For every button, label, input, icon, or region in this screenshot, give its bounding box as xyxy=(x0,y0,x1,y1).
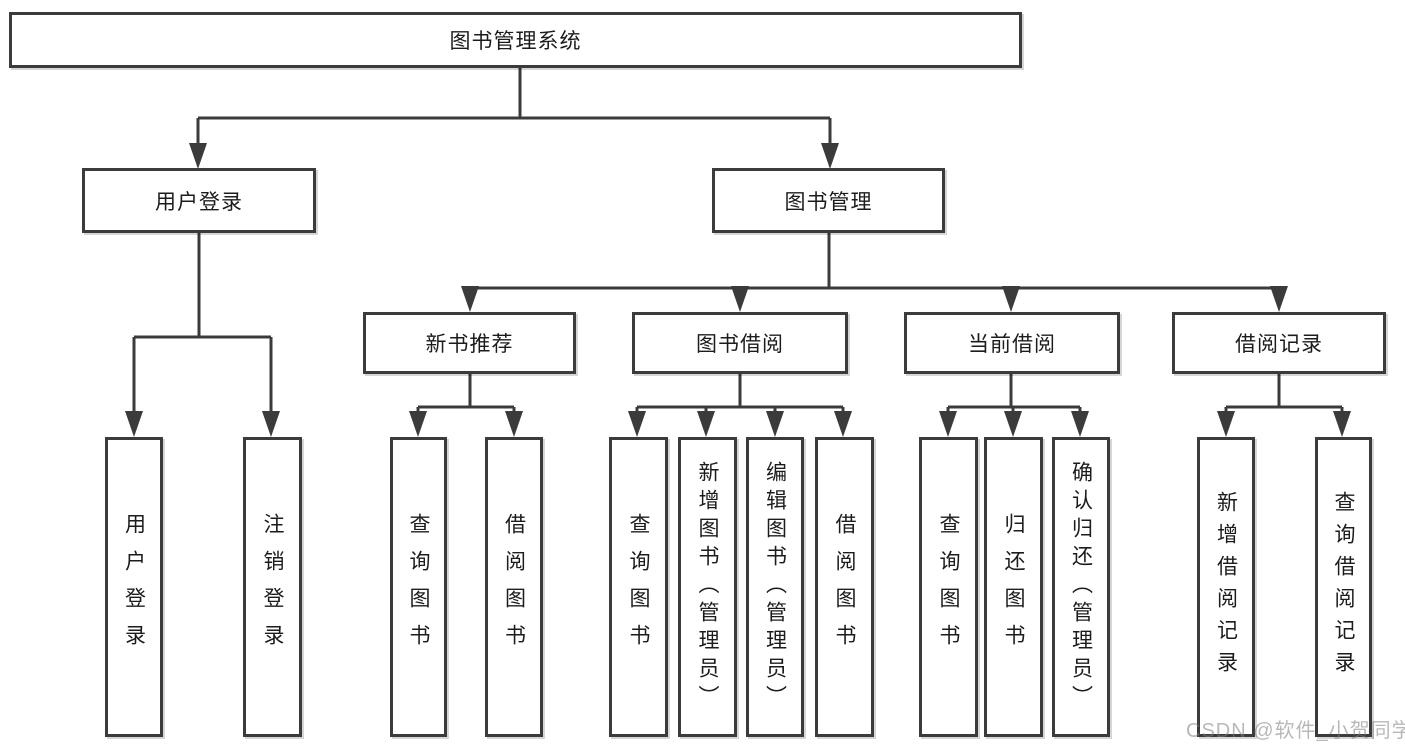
leaf-cb-confirm-return-admin: 确认归还（管理员） xyxy=(1052,437,1110,737)
leaf-label: 借阅图书 xyxy=(833,513,856,661)
leaf-nb-query-books: 查询图书 xyxy=(390,437,447,737)
leaf-user-login: 用户登录 xyxy=(105,437,163,737)
arrow-down-icons xyxy=(125,143,1351,437)
leaf-label: 注销登录 xyxy=(261,513,284,661)
leaf-cb-return-books: 归还图书 xyxy=(984,437,1043,737)
leaf-nb-borrow-books: 借阅图书 xyxy=(485,437,543,737)
node-book-management: 图书管理 xyxy=(712,168,945,233)
watermark: CSDN @软件_小贺同学 xyxy=(1186,720,1405,742)
node-current-borrowing: 当前借阅 xyxy=(904,312,1120,374)
leaf-label: 用户登录 xyxy=(122,513,146,661)
leaf-user-logout: 注销登录 xyxy=(243,437,302,737)
node-user-login: 用户登录 xyxy=(82,168,316,233)
leaf-label: 归还图书 xyxy=(1002,513,1025,661)
leaf-br-query-record: 查询借阅记录 xyxy=(1315,437,1372,737)
leaf-br-add-record: 新增借阅记录 xyxy=(1197,437,1255,737)
leaf-label: 查询图书 xyxy=(627,513,650,661)
node-new-book-recommend: 新书推荐 xyxy=(363,312,576,374)
node-book-borrowing: 图书借阅 xyxy=(632,312,848,374)
leaf-label: 编辑图书（管理员） xyxy=(763,461,787,713)
leaf-bb-borrow-books: 借阅图书 xyxy=(815,437,874,737)
node-borrowing-records: 借阅记录 xyxy=(1172,312,1386,374)
leaf-label: 新增图书（管理员） xyxy=(696,461,719,713)
leaf-label: 新增借阅记录 xyxy=(1214,491,1238,683)
node-root: 图书管理系统 xyxy=(9,12,1022,68)
leaf-label: 确认归还（管理员） xyxy=(1069,461,1093,713)
leaf-label: 查询图书 xyxy=(937,513,960,661)
leaf-label: 借阅图书 xyxy=(502,513,526,661)
leaf-label: 查询图书 xyxy=(407,513,430,661)
leaf-label: 查询借阅记录 xyxy=(1332,491,1355,683)
leaf-bb-edit-books-admin: 编辑图书（管理员） xyxy=(746,437,804,737)
leaf-bb-add-books-admin: 新增图书（管理员） xyxy=(678,437,737,737)
leaf-cb-query-books: 查询图书 xyxy=(919,437,978,737)
leaf-bb-query-books: 查询图书 xyxy=(609,437,668,737)
